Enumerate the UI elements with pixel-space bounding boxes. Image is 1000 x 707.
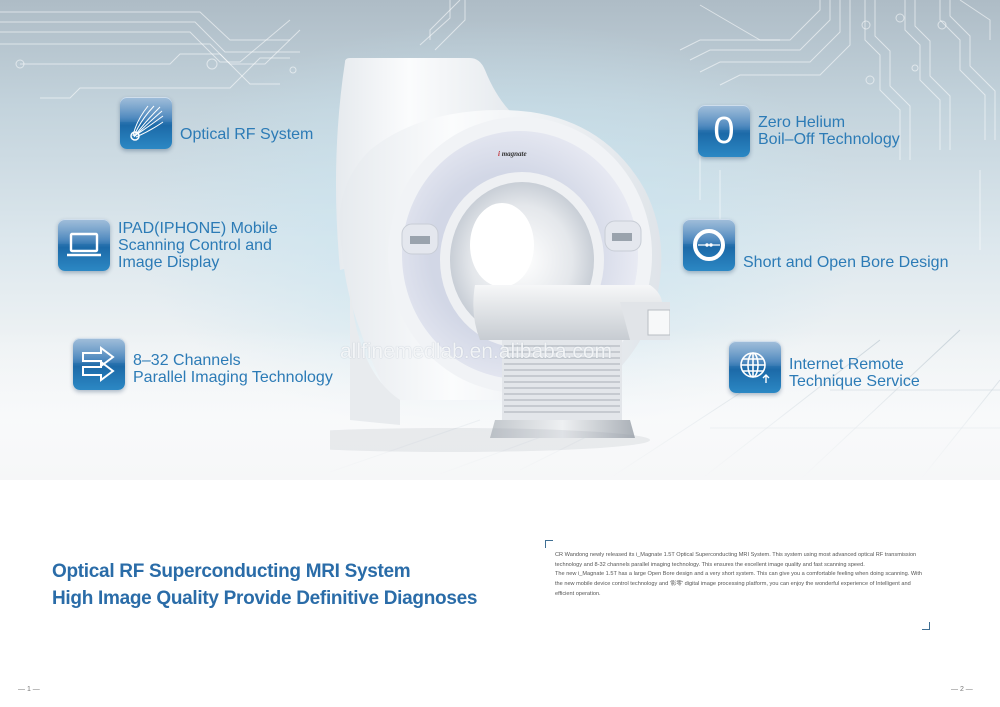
feature-mobile-scanning: IPAD(IPHONE) Mobile Scanning Control and… bbox=[58, 219, 278, 271]
headline: Optical RF Superconducting MRI System Hi… bbox=[52, 558, 477, 612]
watermark: allfinemedlab.en.alibaba.com bbox=[340, 340, 613, 363]
product-logo: i magnate bbox=[498, 150, 527, 158]
feature-label: Short and Open Bore Design bbox=[743, 253, 949, 271]
headline-line-1: Optical RF Superconducting MRI System bbox=[52, 561, 411, 582]
description-text: CR Wandong newly released its i_Magnate … bbox=[555, 551, 925, 600]
description-box: CR Wandong newly released its i_Magnate … bbox=[545, 540, 930, 630]
feature-label: Optical RF System bbox=[180, 125, 314, 143]
page-number-left: — 1 — bbox=[18, 686, 40, 693]
mri-scanner-illustration: i magnate bbox=[330, 58, 670, 452]
corner-bracket-bottom-right bbox=[922, 622, 930, 630]
feature-label: IPAD(IPHONE) Mobile Scanning Control and… bbox=[118, 219, 278, 271]
feature-parallel-imaging: 8–32 Channels Parallel Imaging Technolog… bbox=[73, 338, 333, 390]
open-bore-icon bbox=[683, 219, 735, 271]
zero-icon: 0 bbox=[698, 105, 750, 157]
feature-zero-helium: 0 Zero Helium Boil–Off Technology bbox=[698, 105, 900, 157]
globe-upload-icon bbox=[729, 341, 781, 393]
description-paragraph-2: The new i_Magnate 1.5T has a large Open … bbox=[555, 571, 923, 597]
hero-banner: i magnate allfinemedlab.en.alibaba.com O… bbox=[0, 0, 1000, 480]
headline-line-2: High Image Quality Provide Definitive Di… bbox=[52, 588, 478, 609]
corner-bracket-top-left bbox=[545, 540, 553, 548]
feature-label: 8–32 Channels Parallel Imaging Technolog… bbox=[133, 352, 333, 386]
optical-fiber-icon bbox=[120, 97, 172, 149]
page-number-right: — 2 — bbox=[951, 686, 973, 693]
description-paragraph-1: CR Wandong newly released its i_Magnate … bbox=[555, 552, 917, 568]
feature-open-bore: Short and Open Bore Design bbox=[683, 219, 948, 271]
feature-label: Zero Helium Boil–Off Technology bbox=[758, 114, 900, 148]
double-arrow-icon bbox=[73, 338, 125, 390]
feature-optical-rf: Optical RF System bbox=[120, 97, 313, 149]
feature-internet-remote: Internet Remote Technique Service bbox=[729, 341, 920, 393]
feature-label: Internet Remote Technique Service bbox=[789, 356, 920, 390]
laptop-icon bbox=[58, 219, 110, 271]
